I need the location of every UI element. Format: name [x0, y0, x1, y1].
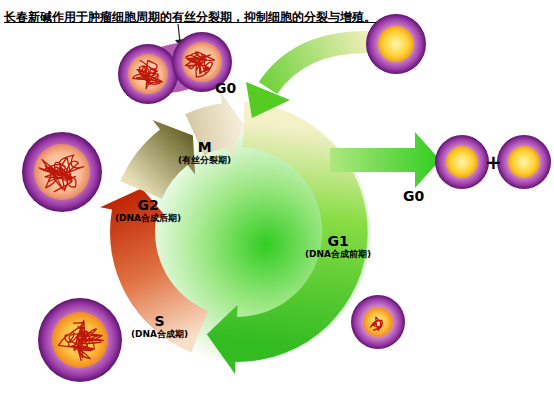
chromatin [59, 321, 104, 361]
nucleus [128, 54, 168, 94]
phase-label: S(DNA合成期) [131, 313, 188, 340]
cell [22, 132, 102, 212]
phase-label: G1(DNA合成前期) [305, 233, 371, 260]
chromatin [39, 155, 83, 192]
cell [38, 298, 122, 382]
nucleus [52, 312, 108, 368]
phase-label: M(有丝分裂期) [178, 139, 231, 166]
nucleus [182, 42, 222, 82]
nucleus [363, 307, 393, 337]
cell [497, 135, 551, 189]
phase-label: G0 [215, 80, 236, 96]
g0-entry-arrow [268, 42, 372, 88]
phase-name: G2 [115, 197, 181, 213]
nucleus [508, 146, 540, 178]
phase-name: M [178, 139, 231, 155]
leader-line [178, 24, 180, 42]
g0-entry-head [246, 82, 290, 118]
phase-description: (DNA合成前期) [305, 249, 371, 260]
phase-label: G0 [403, 188, 424, 204]
nucleus [446, 146, 478, 178]
chromatin [133, 60, 163, 88]
m-arrow [185, 91, 244, 159]
nucleus [34, 144, 90, 200]
chromatin [185, 52, 214, 77]
plus-sign: + [485, 150, 502, 174]
diagram-title: 长春新碱作用于肿瘤细胞周期的有丝分裂期，抑制细胞的分裂与增殖。 [4, 9, 376, 26]
cell [118, 44, 178, 104]
phase-name: G0 [403, 188, 424, 204]
cell [435, 135, 489, 189]
phase-name: S [131, 313, 188, 329]
phase-name: G0 [215, 80, 236, 96]
phase-description: (DNA合成期) [131, 329, 188, 340]
phase-description: (有丝分裂期) [178, 155, 231, 166]
phase-name: G1 [305, 233, 371, 249]
g0-exit-arrow [330, 132, 440, 188]
phase-label: G2(DNA合成后期) [115, 197, 181, 224]
chromatin [371, 317, 383, 331]
cell [351, 295, 405, 349]
nucleus [378, 26, 414, 62]
phase-description: (DNA合成后期) [115, 213, 181, 224]
